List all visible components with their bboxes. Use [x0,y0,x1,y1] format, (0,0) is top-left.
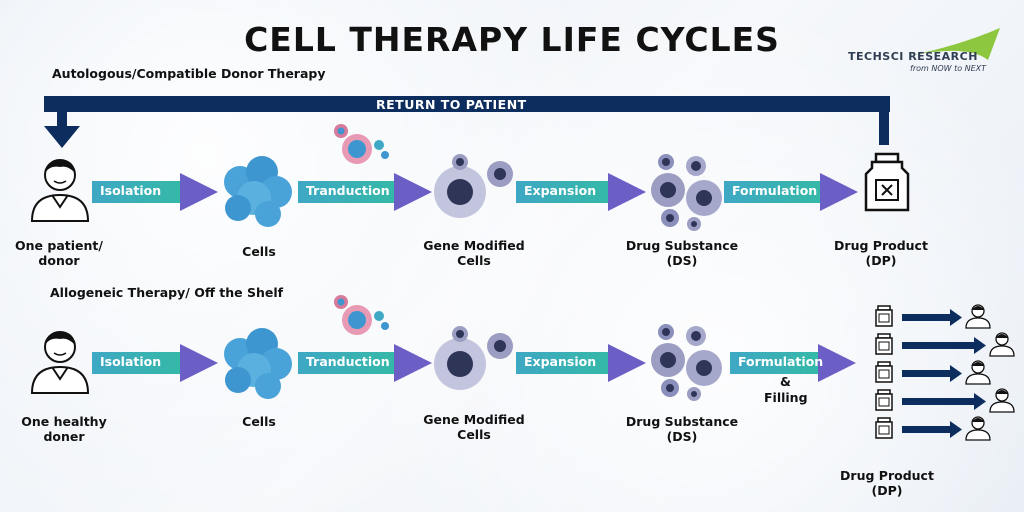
node-drug-product-caption: Drug Product (DP) [834,238,928,268]
small-bottle-icon [875,361,893,383]
tranduction-arrow: Tranduction [298,173,432,211]
cell-cluster-icon [224,328,292,399]
isolation-arrow: Isolation [92,173,218,211]
small-person-icon [965,304,991,329]
node-cells-caption: Cells [242,244,276,259]
node-drug-substance-caption: Drug Substance (DS) [625,414,739,444]
node-drug-product-caption: Drug Product (DP) [840,468,934,498]
tranduction-arrow: Tranduction [298,344,432,382]
node-patient-caption: One patient/ donor [15,238,103,268]
expansion-arrow: Expansion [516,173,646,211]
logo: TECHSCI RESEARCH from NOW to NEXT [848,26,1008,78]
small-person-icon [989,332,1015,357]
logo-swoosh-icon [908,28,1000,60]
formulation-amp: & [780,374,791,389]
small-bottle-icon [875,389,893,411]
formulation-arrow: Formulation [730,344,856,382]
page-title: CELL THERAPY LIFE CYCLES [244,20,780,59]
expansion-arrow: Expansion [516,344,646,382]
small-bottle-icon [875,417,893,439]
tranduction-label: Tranduction [306,354,390,369]
isolation-label: Isolation [100,183,162,198]
distribution-diagram [875,304,1015,441]
return-to-patient-label: RETURN TO PATIENT [376,97,527,112]
small-bottle-icon [875,305,893,327]
formulation-label: Formulation [732,183,818,198]
small-person-icon [989,388,1015,413]
node-gene-modified-caption: Gene Modified Cells [423,412,525,442]
node-cells-caption: Cells [242,414,276,429]
node-gene-modified-caption: Gene Modified Cells [423,238,525,268]
drug-substance-icon [651,324,722,401]
expansion-label: Expansion [524,354,597,369]
transduction-icon [334,295,389,335]
logo-name: TECHSCI RESEARCH [848,50,978,63]
expansion-label: Expansion [524,183,597,198]
distribution-arrow-icon [902,365,962,382]
autologous-label: Autologous/Compatible Donor Therapy [52,66,326,81]
modified-cells-icon [434,326,513,390]
drug-substance-icon [651,154,722,231]
small-person-icon [965,416,991,441]
formulation-label: Formulation [738,354,824,369]
distribution-arrow-icon [902,337,986,354]
transduction-icon [334,124,389,164]
distribution-arrow-icon [902,421,962,438]
distribution-arrow-icon [902,393,986,410]
small-person-icon [965,360,991,385]
allogeneic-label: Allogeneic Therapy/ Off the Shelf [50,285,284,300]
isolation-arrow: Isolation [92,344,218,382]
modified-cells-icon [434,154,513,218]
person-icon [30,331,90,394]
distribution-arrow-icon [902,309,962,326]
cell-cluster-icon [224,156,292,227]
formulation-arrow: Formulation [724,173,858,211]
node-drug-substance-caption: Drug Substance (DS) [625,238,739,268]
person-icon [30,159,90,222]
logo-tagline: from NOW to NEXT [910,64,987,73]
isolation-label: Isolation [100,354,162,369]
formulation-filling: Filling [764,390,808,405]
drug-bottle-icon [864,152,910,212]
node-healthy-donor-caption: One healthy doner [21,414,107,444]
tranduction-label: Tranduction [306,183,390,198]
small-bottle-icon [875,333,893,355]
